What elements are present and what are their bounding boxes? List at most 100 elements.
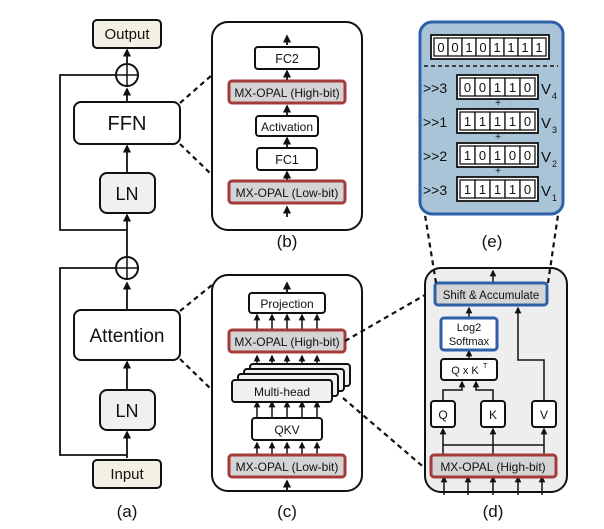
v-label: V (541, 81, 551, 98)
output-label: Output (104, 26, 150, 43)
multihead-label: Multi-head (254, 385, 310, 399)
top-bit-value: 0 (479, 40, 486, 55)
v-subscript: 1 (552, 193, 557, 203)
bit-value: 0 (524, 80, 531, 95)
layernorm-box-bottom: LN (99, 389, 156, 431)
residual-connection-bottom (59, 267, 127, 456)
v-label: V (541, 115, 551, 132)
plus-sign: + (495, 132, 501, 143)
ln-bottom-label: LN (115, 401, 138, 421)
attention-label: Attention (90, 326, 165, 347)
attention-box: Attention (73, 309, 181, 361)
bit-cell (519, 179, 536, 199)
qk-transpose-sup: T (483, 363, 488, 370)
callout-attention-top (179, 284, 213, 312)
arrow-d-v-shift (514, 306, 545, 400)
bit-value: 1 (464, 114, 471, 129)
callout-d-to-e-right (546, 214, 560, 284)
arrows-d-mx-qkv (439, 427, 548, 454)
ln-top-label: LN (115, 184, 138, 204)
bit-value: 1 (509, 80, 516, 95)
bit-value: 0 (524, 114, 531, 129)
residual-connection-top (59, 74, 127, 231)
bit-value: 1 (464, 182, 471, 197)
callout-d-to-e-left (423, 214, 438, 284)
log2-label: Log2 (457, 322, 481, 334)
activation-label: Activation (261, 120, 313, 134)
fc1-label: FC1 (275, 153, 299, 167)
bit-value: 0 (479, 148, 486, 163)
d-mx-opal-high-label: MX-OPAL (High-bit) (440, 460, 545, 474)
panel-b-ffn-detail: FC2 MX-OPAL (High-bit) Activation FC1 MX… (211, 21, 363, 251)
bit-value: 1 (479, 114, 486, 129)
bit-cell (519, 145, 536, 165)
bit-value: 1 (494, 182, 501, 197)
caption-c: (c) (277, 502, 297, 521)
caption-d: (d) (483, 502, 504, 521)
plus-sign: + (495, 98, 501, 109)
shift-amount: >>3 (423, 182, 447, 198)
arrows-d-in (440, 475, 546, 495)
fc2-label: FC2 (275, 52, 299, 66)
output-box: Output (92, 19, 162, 49)
top-bit-value: 0 (437, 40, 444, 55)
q-label: Q (438, 408, 447, 422)
input-label: Input (110, 466, 144, 483)
bit-value: 0 (464, 80, 471, 95)
v-label: V (541, 183, 551, 200)
top-bit-value: 1 (535, 40, 542, 55)
v-subscript: 3 (552, 125, 557, 135)
shift-accumulate-label: Shift & Accumulate (443, 290, 540, 302)
add-circle-bottom (115, 256, 139, 280)
bit-value: 0 (524, 182, 531, 197)
panel-a-transformer-block: Output FFN LN Attention LN Input (a) (59, 19, 181, 521)
qkv-label: QKV (274, 423, 299, 437)
arrow-d-q-qk (442, 380, 466, 400)
multihead-stack (231, 363, 351, 403)
callout-ffn-top (179, 74, 213, 104)
c-mx-opal-high-label: MX-OPAL (High-bit) (234, 335, 339, 349)
bit-cell (519, 111, 536, 131)
panel-d-attention-core: Shift & Accumulate Log2 Softmax Q x K T … (424, 267, 568, 521)
v-label: V (541, 149, 551, 166)
bit-value: 1 (494, 114, 501, 129)
bit-value: 0 (524, 148, 531, 163)
c-mx-opal-low-label: MX-OPAL (Low-bit) (236, 460, 339, 474)
bit-value: 1 (479, 182, 486, 197)
bit-value: 1 (509, 114, 516, 129)
qk-label: Q x K (451, 365, 479, 377)
add-circle-top (115, 63, 139, 87)
bit-cell (519, 77, 536, 97)
panel-c-attention-detail: Projection MX-OPAL (High-bit) Multi-head… (211, 274, 363, 521)
top-bit-value: 1 (507, 40, 514, 55)
projection-label: Projection (260, 297, 313, 311)
bit-value: 0 (479, 80, 486, 95)
top-bit-cell (531, 37, 547, 57)
v-subscript: 4 (552, 91, 557, 101)
callout-c-to-d-bottom (342, 397, 428, 471)
shift-amount: >>2 (423, 148, 447, 164)
v-subscript: 2 (552, 159, 557, 169)
bit-value: 1 (494, 80, 501, 95)
k-label: K (489, 408, 497, 422)
caption-e: (e) (482, 232, 503, 251)
arrow-d-k-qk (472, 380, 494, 400)
ffn-label: FFN (108, 113, 147, 135)
callout-c-to-d-top (344, 294, 426, 342)
input-box: Input (92, 459, 162, 489)
shift-amount: >>3 (423, 80, 447, 96)
plus-sign: + (495, 166, 501, 177)
caption-a: (a) (117, 502, 138, 521)
b-mx-opal-high-label: MX-OPAL (High-bit) (234, 86, 339, 100)
callout-ffn-bottom (179, 143, 213, 176)
top-bit-value: 1 (493, 40, 500, 55)
b-mx-opal-low-label: MX-OPAL (Low-bit) (236, 186, 339, 200)
shift-amount: >>1 (423, 114, 447, 130)
softmax-label: Softmax (449, 336, 490, 348)
layernorm-box-top: LN (99, 172, 156, 214)
bit-value: 1 (494, 148, 501, 163)
